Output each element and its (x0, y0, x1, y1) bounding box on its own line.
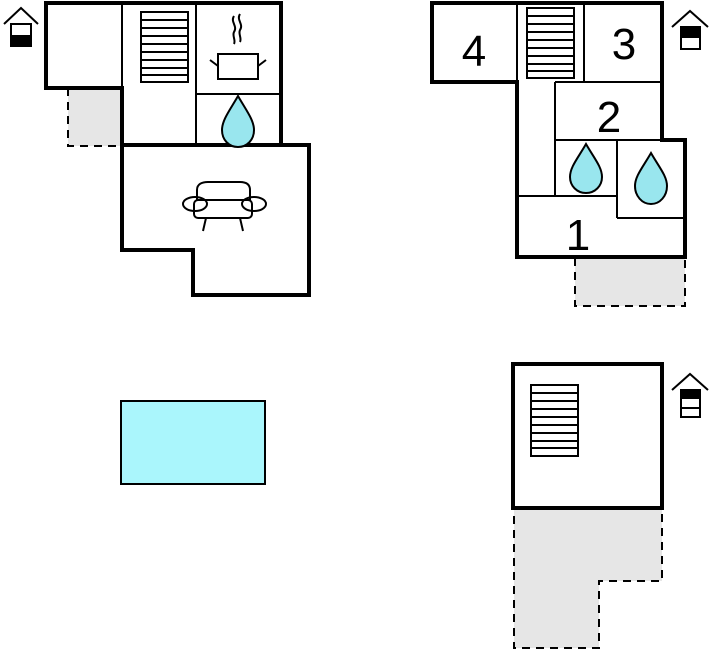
floor-indicator-icon (671, 372, 709, 418)
stairs-icon (140, 11, 189, 83)
plan-ground-floor (3, 1, 311, 297)
terrace (574, 257, 686, 307)
outer-wall (430, 1, 687, 259)
floor-indicator-icon (3, 6, 39, 47)
cooking-pot-icon (209, 13, 267, 80)
water-drop-icon (633, 150, 669, 206)
stairs-icon (526, 7, 575, 79)
outer-wall (511, 362, 664, 510)
floor-indicator-icon (671, 9, 709, 50)
terrace (513, 507, 663, 649)
room-number: 4 (462, 27, 486, 76)
room-number: 1 (566, 211, 590, 260)
water-drop-icon (568, 141, 604, 195)
outer-wall (44, 1, 311, 297)
pool (120, 400, 266, 485)
terrace (67, 87, 123, 147)
room-number: 3 (612, 20, 636, 69)
water-drop-icon (220, 93, 256, 149)
sofa-icon (182, 181, 267, 232)
stairs-icon (530, 384, 579, 457)
plan-upper-floor: 4 3 2 1 (430, 1, 709, 307)
plan-annex (511, 362, 709, 649)
room-number: 2 (597, 93, 621, 142)
